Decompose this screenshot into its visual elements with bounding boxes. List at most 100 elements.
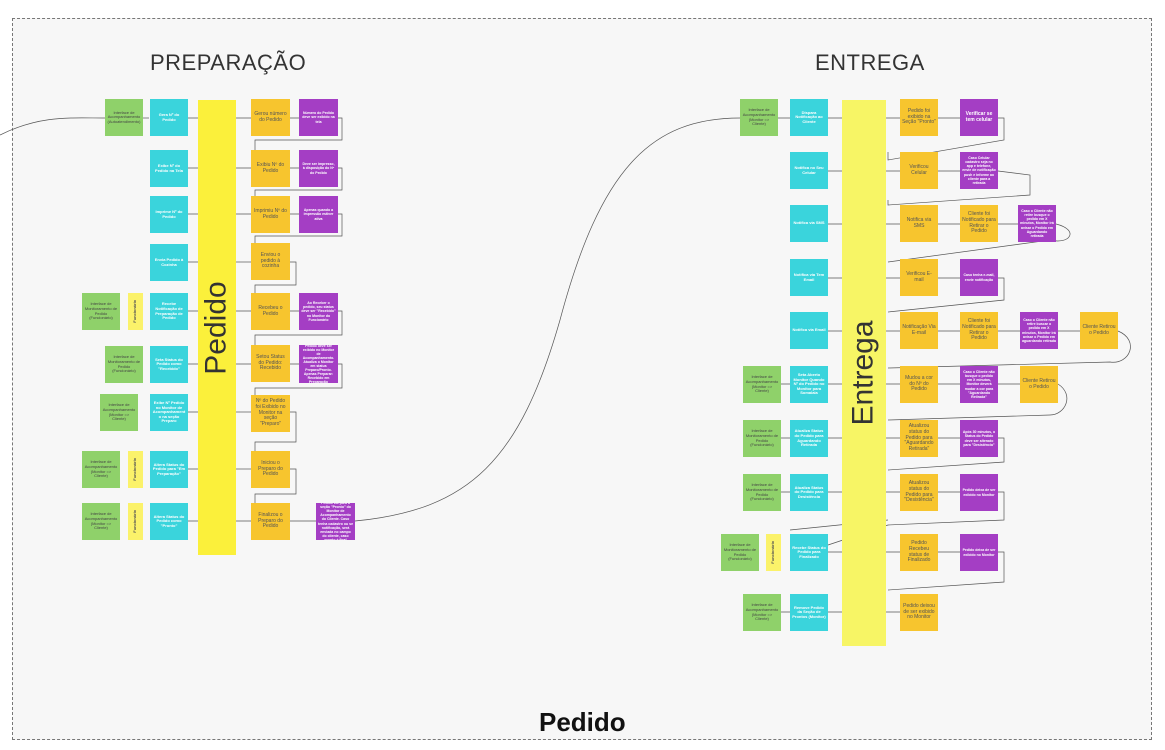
pedido-bar[interactable]: Pedido — [198, 100, 236, 555]
sticky-note[interactable]: Dispara Notificação ao Cliente — [790, 99, 828, 136]
sticky-note[interactable]: Interface de Acompanhamento (Monitor => … — [100, 394, 138, 431]
sticky-note[interactable]: Interface de Monitoramento de Pedido (Fu… — [82, 293, 120, 330]
sticky-note[interactable]: Atualiza Status do Pedido para Desistênc… — [790, 474, 828, 511]
connector — [0, 117, 106, 136]
sticky-note[interactable]: Exibe Nº do Pedido na Tela — [150, 150, 188, 187]
entrega-bar[interactable]: Entrega — [842, 100, 886, 646]
sticky-note[interactable]: Seta Aberto Monitor Quando Nº do Pedido … — [790, 366, 828, 403]
sticky-note[interactable]: Cliente Retirou o Pedido — [1020, 366, 1058, 403]
sticky-note[interactable]: Pedido vai para a seção "Pronto" do Moni… — [316, 503, 355, 540]
connector — [887, 383, 1068, 421]
sticky-note[interactable]: Verificou Celular — [900, 152, 938, 189]
sticky-note[interactable]: Recebe Status do Pedido para Finalizado — [790, 534, 828, 571]
connector — [887, 437, 1005, 471]
connector — [254, 213, 343, 243]
pedido-bar-label: Pedido — [200, 280, 234, 375]
sticky-note[interactable]: Funcionário — [128, 293, 143, 330]
sticky-note[interactable]: Funcionário — [128, 503, 143, 540]
sticky-note[interactable]: Finalizou o Preparo do Pedido — [251, 503, 290, 540]
connector — [887, 551, 1005, 591]
sticky-note-label: Funcionário — [132, 300, 138, 323]
sticky-note[interactable]: Gerou número do Pedido — [251, 99, 290, 136]
connector — [887, 170, 1031, 206]
sticky-note[interactable]: Imprime Nº do Pedido — [150, 196, 188, 233]
sticky-note[interactable]: Envia Pedido à Cozinha — [150, 244, 188, 281]
sticky-note[interactable]: Deve ser impresso, à disposição do Nº do… — [299, 150, 338, 187]
sticky-note[interactable]: Recebe Notificação de Preparação de Pedi… — [150, 293, 188, 330]
sticky-note[interactable]: Imprimiu Nº do Pedido — [251, 196, 290, 233]
sticky-note[interactable]: Caso o Cliente não busque o pedido em X … — [960, 366, 998, 403]
connector — [254, 468, 297, 503]
sticky-note[interactable]: Remove Pedido da Seção de Prontos (Monit… — [790, 594, 828, 631]
connector — [254, 363, 343, 395]
sticky-note[interactable]: Exibiu Nº do Pedido — [251, 150, 290, 187]
sticky-note[interactable]: Funcionário — [128, 451, 143, 488]
sticky-note[interactable]: Exibe Nº Pedido no Monitor de Acompanham… — [150, 394, 188, 431]
sticky-note[interactable]: Recebeu o Pedido — [251, 293, 290, 330]
sticky-note[interactable]: Cliente foi Notificado para Retirar o Pe… — [960, 312, 998, 349]
sticky-note-label: Funcionário — [132, 458, 138, 481]
sticky-note[interactable]: Caso tenha e-mail, envie notificação — [960, 259, 998, 296]
section-title-entrega: ENTREGA — [815, 50, 925, 75]
sticky-note[interactable]: Caso o Cliente não retire busque o pedid… — [1018, 205, 1056, 242]
sticky-note[interactable]: Interface de Acompanhamento (Monitor => … — [740, 99, 778, 136]
sticky-note[interactable]: Interface de Acompanhamento (Autoatendim… — [105, 99, 143, 136]
sticky-note[interactable]: Ao Receber o pedido, seu status deve ser… — [299, 293, 338, 330]
frame-title: Pedido — [539, 707, 626, 737]
sticky-note[interactable]: Notifica via SMS — [900, 205, 938, 242]
sticky-note[interactable]: Setou Status do Pedido: Recebido — [251, 345, 290, 382]
sticky-note-label: Funcionário — [770, 541, 776, 564]
connector — [887, 277, 1005, 313]
connector — [254, 261, 297, 293]
sticky-note[interactable]: Altera Status do Pedido para "Em Prepara… — [150, 451, 188, 488]
sticky-note[interactable]: Pedido deixa de ser exibido no Monitor — [960, 474, 998, 511]
sticky-note[interactable]: Interface de Acompanhamento (Monitor => … — [743, 594, 781, 631]
sticky-note[interactable]: Interface de Monitoramento de Pedido (Fu… — [721, 534, 759, 571]
sticky-note[interactable]: Verificar se tem celular — [960, 99, 998, 136]
sticky-note[interactable]: Interface de Acompanhamento (Monitor => … — [743, 366, 781, 403]
sticky-note[interactable]: Notificação Via E-mail — [900, 312, 938, 349]
sticky-note[interactable]: Notifica no Seu Celular — [790, 152, 828, 189]
sticky-note[interactable]: Notifica via Tem Email — [790, 259, 828, 296]
sticky-note[interactable]: Notifica via Email — [790, 312, 828, 349]
sticky-note[interactable]: Caso o Cliente não retire buscar o pedid… — [1020, 312, 1058, 349]
connector — [254, 117, 343, 150]
sticky-note[interactable]: Cliente Retirou o Pedido — [1080, 312, 1118, 349]
connector — [887, 330, 1131, 369]
sticky-note[interactable]: Atualizou status do Pedido para "Aguarda… — [900, 420, 938, 457]
sticky-note[interactable]: Notifica via SMS — [790, 205, 828, 242]
connector — [887, 117, 1005, 161]
sticky-note[interactable]: Pedido Recebeu status de Finalizado — [900, 534, 938, 571]
sticky-note[interactable]: Número do Pedido deve ser exibido na tel… — [299, 99, 338, 136]
sticky-note[interactable]: Após 30 minutos, o Status do Pedido deve… — [960, 420, 998, 457]
sticky-note[interactable]: Pedido foi exibido na Seção "Pronto" — [900, 99, 938, 136]
sticky-note[interactable]: Interface de Monitoramento de Pedido (Fu… — [743, 474, 781, 511]
sticky-note[interactable]: Seta Status do Pedido como "Recebido" — [150, 346, 188, 383]
sticky-note[interactable]: Altera Status do Pedido como "Pronto" — [150, 503, 188, 540]
connector — [254, 310, 343, 345]
entrega-bar-label: Entrega — [847, 320, 881, 426]
sticky-note[interactable]: Interface de Monitoramento de Pedido (Fu… — [743, 420, 781, 457]
sticky-note[interactable]: Funcionário — [766, 534, 781, 571]
sticky-note[interactable]: Enviou o pedido à cozinha — [251, 243, 290, 280]
sticky-note[interactable]: Apenas quando a impressão estiver ativa — [299, 196, 338, 233]
sticky-note[interactable]: Caso Celular cadastro seja no app e tele… — [960, 152, 998, 189]
sticky-note[interactable]: Gera Nº do Pedido — [150, 99, 188, 136]
sticky-note[interactable]: Atualiza Status do Pedido para Aguardand… — [790, 420, 828, 457]
sticky-note[interactable]: Verificou E-mail — [900, 259, 938, 296]
sticky-note[interactable]: Iniciou o Preparo do Pedido — [251, 451, 290, 488]
sticky-note[interactable]: Cliente foi Notificado para Retirar o Pe… — [960, 205, 998, 242]
sticky-note[interactable]: Atualizou status do Pedido para "Desistê… — [900, 474, 938, 511]
sticky-note[interactable]: Pedido deixou de ser exibido no Monitor — [900, 594, 938, 631]
sticky-note[interactable]: Pedido deixa de ser exibido no Monitor — [960, 534, 998, 571]
sticky-note[interactable]: Nº do Pedido foi Exibido no Monitor na s… — [251, 395, 290, 432]
connector — [254, 167, 343, 196]
sticky-note[interactable]: Mudou a cor do Nº do Pedido — [900, 366, 938, 403]
sticky-note[interactable]: Interface de Acompanhamento (Monitor => … — [82, 503, 120, 540]
sticky-note[interactable]: Interface de Acompanhamento (Monitor => … — [82, 451, 120, 488]
connector — [354, 117, 741, 522]
sticky-note[interactable]: Interface de Monitoramento de Pedido (Fu… — [105, 346, 143, 383]
connector — [188, 167, 198, 522]
sticky-note[interactable]: Pedido deve ser exibido no Monitor de Ac… — [299, 345, 338, 383]
